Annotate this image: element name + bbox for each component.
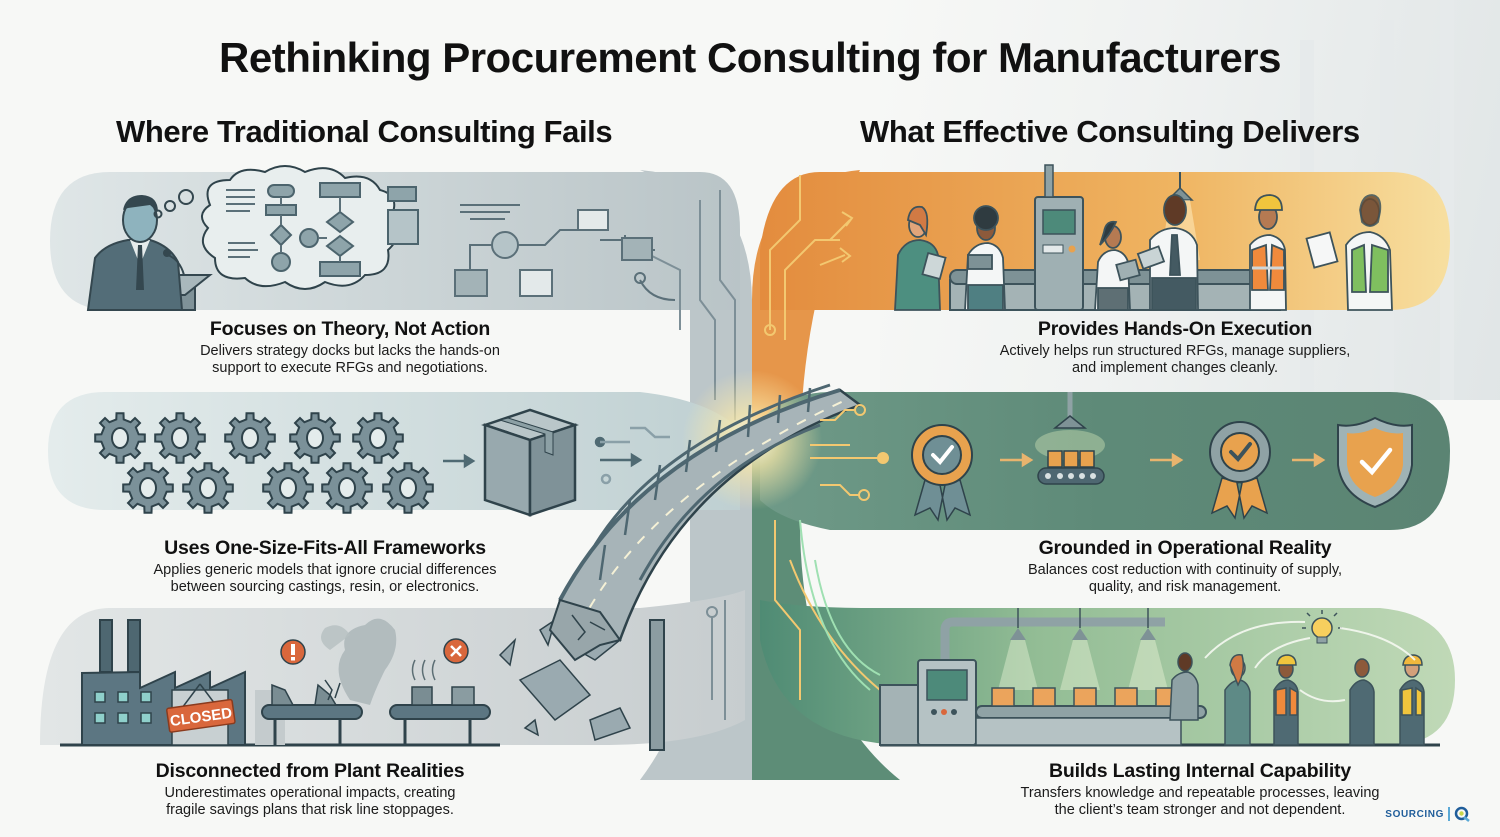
gear-icon: [182, 462, 234, 514]
gear-icon: [321, 462, 373, 514]
shield-check-icon: [1337, 416, 1413, 509]
gear-icon: [122, 462, 174, 514]
right-panel-3-desc-line-1: Transfers knowledge and repeatable proce…: [1020, 785, 1380, 801]
circuit-lines-flow: [810, 404, 889, 501]
closed-sign: CLOSED: [166, 698, 236, 733]
right-panel-2-desc-line-1: Balances cost reduction with continuity …: [1027, 562, 1343, 578]
circuit-traces-green: [799, 519, 881, 691]
left-panel-3-caption: Disconnected from Plant Realities Undere…: [110, 760, 510, 819]
right-column-heading: What Effective Consulting Delivers: [860, 114, 1360, 149]
flow-illustration: [810, 392, 1413, 522]
right-panel-1-desc-line-2: and implement changes cleanly.: [1071, 360, 1279, 376]
left-panel-1-desc-line-2: support to execute RFGs and negotiations…: [212, 360, 488, 376]
left-panel-2-title: Uses One-Size-Fits-All Frameworks: [164, 537, 486, 559]
logo-text: SOURCING: [1385, 808, 1444, 820]
product-box: [1114, 687, 1138, 707]
award-badge-icon-2: [1209, 421, 1271, 520]
left-panel-3-desc-line-2: fragile savings plans that risk line sto…: [166, 802, 454, 818]
right-panel-3-caption: Builds Lasting Internal Capability Trans…: [1000, 760, 1400, 819]
gear-icon: [262, 462, 314, 514]
gear-icon: [382, 462, 434, 514]
thought-cloud-flowchart: [201, 165, 419, 290]
idea-arrows: [1204, 620, 1416, 703]
gear-icon: [154, 412, 206, 464]
page-title: Rethinking Procurement Consulting for Ma…: [219, 34, 1281, 81]
right-panel-1-title: Provides Hands-On Execution: [1037, 318, 1313, 340]
gear-icon: [94, 412, 146, 464]
team-illustration: [894, 164, 1393, 311]
left-panel-3-desc-line-1: Underestimates operational impacts, crea…: [164, 785, 456, 801]
logo-divider: [1448, 807, 1450, 821]
left-panel-2-desc-line-1: Applies generic models that ignore cruci…: [153, 562, 497, 578]
left-column-heading: Where Traditional Consulting Fails: [116, 114, 613, 149]
right-panel-3-title: Builds Lasting Internal Capability: [1049, 760, 1351, 782]
flowchart-background: [454, 204, 676, 301]
award-badge-icon: [911, 424, 973, 522]
gear-icon: [224, 412, 276, 464]
left-panel-2-caption: Uses One-Size-Fits-All Frameworks Applie…: [100, 537, 550, 596]
lightbulb-icon: [1302, 610, 1342, 644]
right-panel-1-caption: Provides Hands-On Execution Actively hel…: [975, 318, 1375, 377]
x-icon: [443, 638, 469, 664]
bridge-illustration: [548, 370, 863, 751]
box-icon: [481, 408, 579, 517]
right-panel-2-title: Grounded in Operational Reality: [1038, 537, 1332, 559]
exclamation-icon: [280, 639, 306, 665]
gear-icon: [352, 412, 404, 464]
product-box: [991, 687, 1015, 707]
closed-factory-illustration: CLOSED: [60, 614, 632, 747]
left-panel-1-title: Focuses on Theory, Not Action: [209, 318, 491, 340]
right-panel-2-caption: Grounded in Operational Reality Balances…: [975, 537, 1395, 596]
conveyor-icon: [1035, 392, 1105, 485]
presenter-illustration: [86, 189, 213, 311]
left-panel-2-desc-line-2: between sourcing castings, resin, or ele…: [170, 579, 480, 595]
left-panel-1-desc-line-1: Delivers strategy docks but lacks the ha…: [200, 343, 500, 359]
product-box: [1073, 687, 1097, 707]
right-panel-1-desc-line-1: Actively helps run structured RFGs, mana…: [999, 343, 1351, 359]
logo-q-icon: [1454, 806, 1470, 822]
product-box: [1032, 687, 1056, 707]
right-panel-3-desc-line-2: the client’s team stronger and not depen…: [1054, 802, 1346, 818]
arrow-to-box-icon: [443, 453, 476, 469]
right-panel-2-desc-line-2: quality, and risk management.: [1088, 579, 1282, 595]
left-panel-1-caption: Focuses on Theory, Not Action Delivers s…: [100, 318, 600, 377]
arrows-out-of-box: [594, 426, 670, 485]
ceiling-lamps: [998, 608, 1168, 690]
circuit-traces-gray: [634, 190, 736, 720]
production-team-illustration: [879, 608, 1440, 747]
gear-icon: [289, 412, 341, 464]
gears-row: [94, 412, 434, 514]
sourcing-logo[interactable]: SOURCING: [1385, 806, 1470, 822]
left-panel-3-title: Disconnected from Plant Realities: [155, 760, 465, 782]
